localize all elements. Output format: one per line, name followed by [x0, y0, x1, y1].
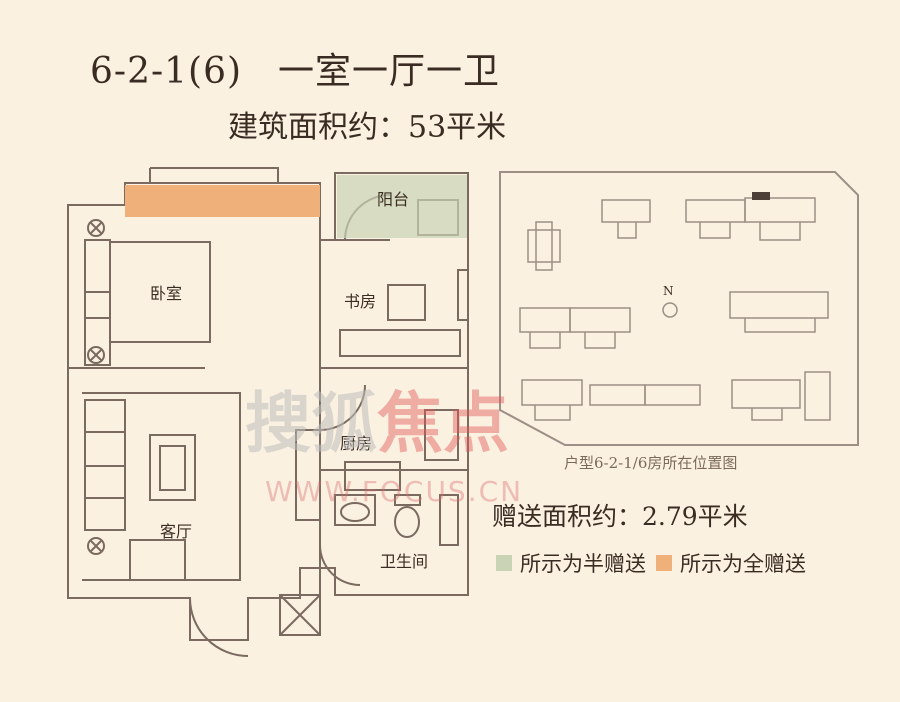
- north-arrow-label: N: [663, 284, 674, 298]
- page-title: 6-2-1(6) 一室一厅一卫: [90, 42, 536, 94]
- layout-type: 一室一厅一卫: [278, 51, 501, 92]
- legend-full-gift: 所示为全赠送: [656, 548, 806, 578]
- outer-wall: [67, 172, 469, 641]
- room-label-bathroom: 卫生间: [380, 552, 429, 571]
- legend-half-gift: 所示为半赠送: [496, 548, 646, 578]
- room-label-study: 书房: [344, 292, 377, 311]
- unit-code: 6-2-1(6): [90, 51, 243, 92]
- building-area: 建筑面积约：53平米: [228, 110, 507, 145]
- bed: [110, 241, 211, 343]
- site-map-caption: 户型6-2-1/6房所在位置图: [564, 454, 738, 472]
- coffee-table: [149, 434, 196, 501]
- toilet: [394, 506, 420, 538]
- entrance-shaft: [279, 594, 321, 636]
- full-gift-area: [125, 185, 320, 217]
- sofa: [84, 399, 126, 531]
- bonus-area: 赠送面积约：2.79平米: [492, 502, 748, 531]
- half-gift-area: [337, 175, 467, 238]
- bathroom-basin: [334, 494, 376, 526]
- study-wall: [319, 240, 468, 369]
- legend-swatch-half: [496, 555, 512, 571]
- bay-window: [149, 167, 279, 183]
- toilet-tank: [394, 494, 421, 506]
- watermark-logo: 搜狐焦点: [245, 370, 509, 466]
- legend-label-full: 所示为全赠送: [680, 552, 806, 576]
- ac-unit: [87, 219, 105, 237]
- kitchen-sink: [424, 409, 459, 461]
- room-label-balcony: 阳台: [377, 190, 410, 209]
- legend-label-half: 所示为半赠送: [520, 552, 646, 576]
- room-label-bedroom: 卧室: [150, 284, 183, 303]
- watermark-brand-gray: 搜狐: [245, 385, 377, 462]
- kitchen-door: [319, 384, 366, 431]
- unit-location-marker: [752, 192, 770, 200]
- entrance-door: [189, 597, 249, 657]
- bathroom-shower: [439, 494, 459, 546]
- room-label-living: 客厅: [160, 522, 193, 541]
- bedroom-wardrobe: [84, 239, 111, 366]
- site-map: [499, 171, 859, 446]
- study-chair: [387, 284, 426, 321]
- room-label-kitchen: 厨房: [340, 434, 373, 453]
- watermark-brand-red: 焦点: [377, 385, 509, 462]
- armchair: [129, 539, 186, 581]
- study-desk: [339, 329, 461, 357]
- kitchen-stove: [344, 461, 401, 491]
- legend-swatch-full: [656, 555, 672, 571]
- watermark-url: WWW.FOCUS.CN: [265, 475, 524, 508]
